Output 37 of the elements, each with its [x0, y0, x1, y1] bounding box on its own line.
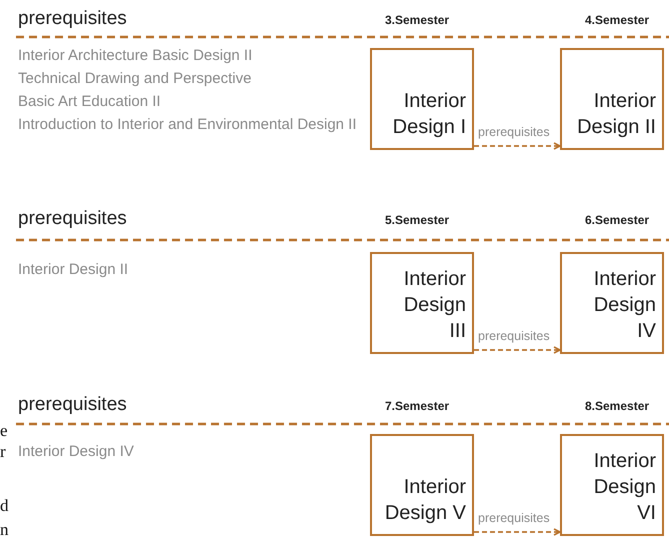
course-name: Technical Drawing and Perspective [18, 69, 252, 89]
semester-label: 6.Semester [585, 213, 650, 227]
course-name: Interior Architecture Basic Design II [18, 46, 252, 66]
semester-label: 8.Semester [585, 399, 650, 413]
course-name: Interior Design II [18, 260, 128, 280]
semester-label: 5.Semester [385, 213, 450, 227]
course-box [370, 252, 474, 354]
arrow [474, 142, 561, 150]
semester-label: 4.Semester [585, 13, 650, 27]
arrow [474, 528, 561, 536]
course-box [560, 434, 664, 536]
course-title: Interior Design V [384, 475, 466, 526]
section-heading: prerequisites [18, 8, 127, 30]
text-fragment: n [0, 520, 8, 538]
course-box [370, 48, 474, 150]
course-title: Interior Design III [402, 267, 466, 344]
semester-label: 7.Semester [385, 399, 450, 413]
text-fragment: d [0, 496, 8, 516]
text-fragment: e [0, 421, 8, 441]
edge-label: prerequisites [477, 329, 551, 343]
course-name: Introduction to Interior and Environmental Design II [18, 115, 358, 135]
course-box [370, 434, 474, 536]
edge-label: prerequisites [477, 511, 551, 525]
edge-label: prerequisites [477, 125, 551, 139]
course-name: Interior Design IV [18, 442, 134, 462]
semester-label: 3.Semester [385, 13, 450, 27]
course-name: Basic Art Education II [18, 92, 161, 112]
course-box [560, 252, 664, 354]
text-fragment: r [0, 442, 6, 462]
course-title: Interior Design VI [592, 449, 656, 526]
section-heading: prerequisites [18, 208, 127, 230]
section-heading: prerequisites [18, 394, 127, 416]
course-box [560, 48, 664, 150]
course-title: Interior Design II [576, 89, 656, 140]
arrow [474, 346, 561, 354]
course-title: Interior Design I [392, 89, 466, 140]
course-title: Interior Design IV [592, 267, 656, 344]
